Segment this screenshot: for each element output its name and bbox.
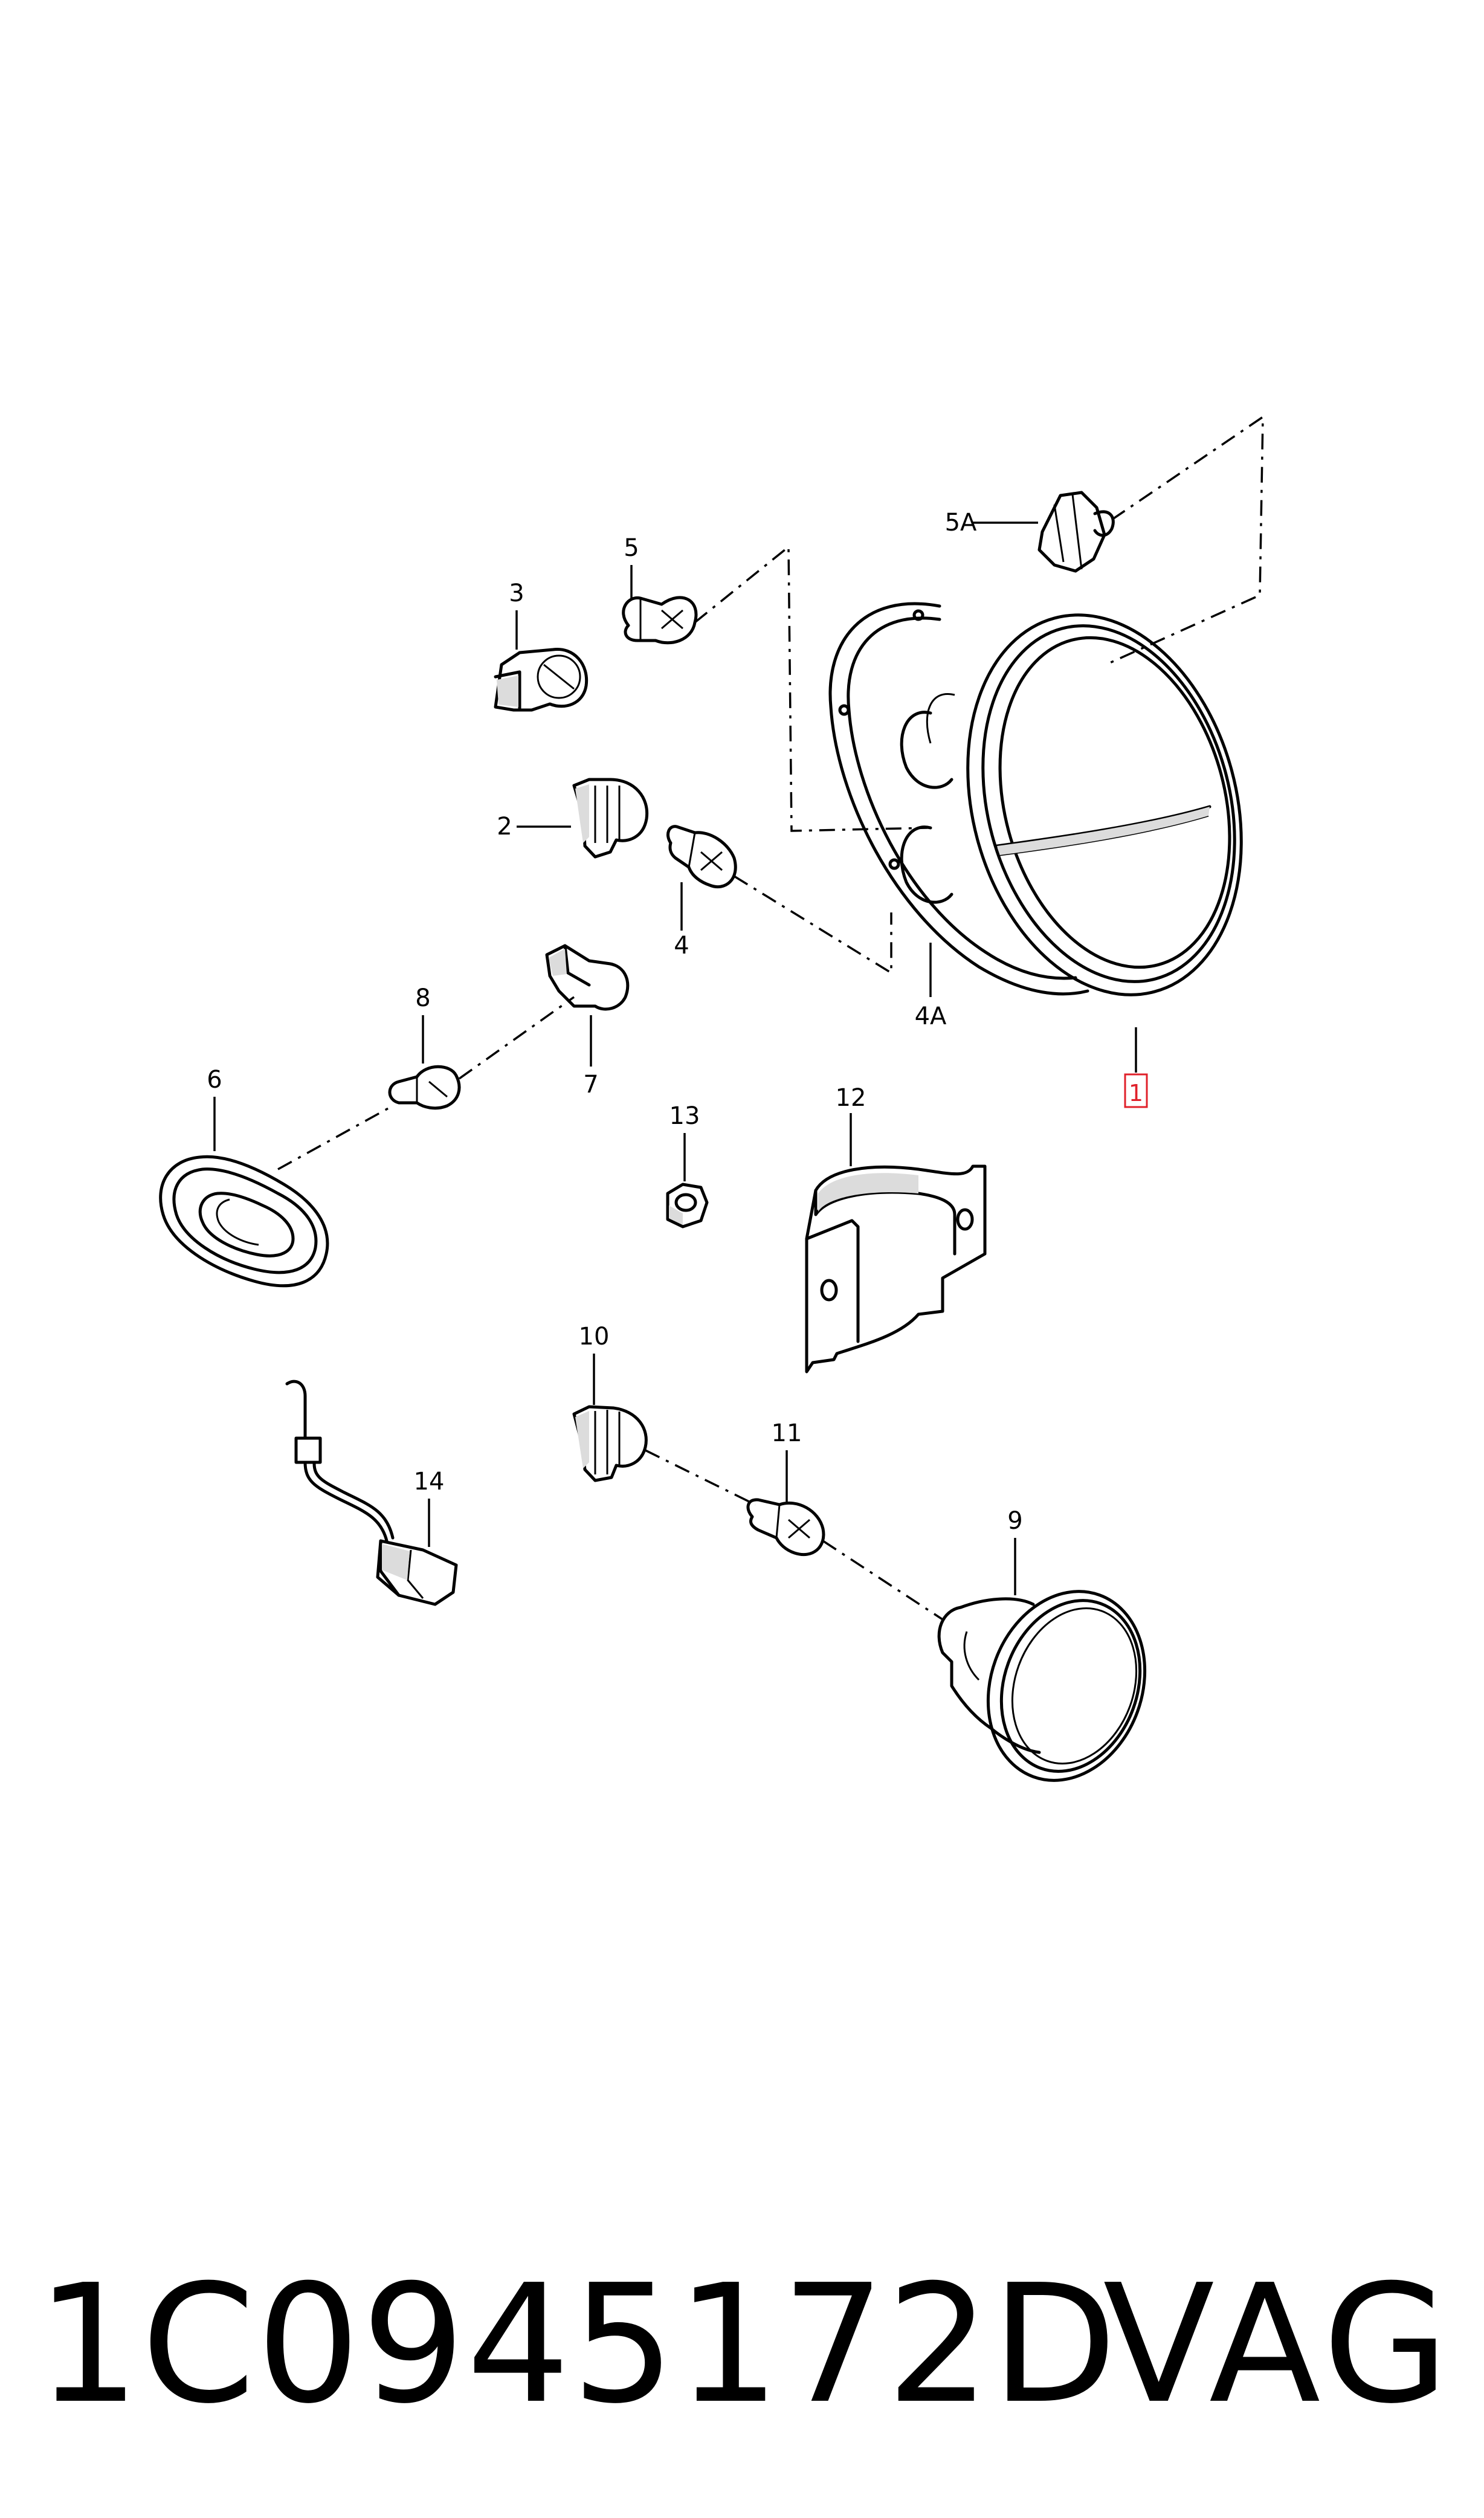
part-7-bulb-holder[interactable] bbox=[545, 944, 630, 1011]
callout-8: 8 bbox=[415, 984, 430, 1012]
part-2-bulb-socket[interactable] bbox=[572, 778, 649, 859]
part-5a-adjusting-screw[interactable] bbox=[1037, 491, 1115, 573]
part-10-bulb-socket[interactable] bbox=[572, 1405, 648, 1482]
part-11-bulb[interactable] bbox=[746, 1498, 825, 1557]
callout-5: 5 bbox=[624, 534, 639, 562]
callout-13: 13 bbox=[669, 1102, 700, 1130]
callout-3: 3 bbox=[509, 579, 524, 607]
part-8-small-bulb[interactable] bbox=[388, 1065, 461, 1110]
callout-11: 11 bbox=[772, 1419, 802, 1447]
callout-12: 12 bbox=[836, 1084, 866, 1112]
part-4-bulb[interactable] bbox=[666, 825, 737, 889]
exploded-parts-diagram: 1 5A 5 3 2 bbox=[159, 415, 1282, 1803]
part-5-bulb[interactable] bbox=[622, 596, 698, 645]
brand-name: VAG bbox=[1103, 2249, 1454, 2439]
callout-7: 7 bbox=[583, 1071, 598, 1099]
callout-1: 1 bbox=[1129, 1080, 1143, 1106]
callout-2: 2 bbox=[497, 813, 512, 841]
part-14-wiring-harness[interactable] bbox=[285, 1380, 458, 1606]
callout-10: 10 bbox=[579, 1323, 610, 1351]
part-13-nut[interactable] bbox=[666, 1183, 709, 1228]
callout-5a: 5A bbox=[945, 509, 977, 537]
part-3-bulb-socket[interactable] bbox=[494, 647, 589, 712]
callout-14: 14 bbox=[414, 1468, 445, 1496]
callout-4a: 4A bbox=[915, 1002, 947, 1030]
footer: 1C0945172D VAG bbox=[0, 2224, 1484, 2465]
callout-9: 9 bbox=[1007, 1507, 1022, 1535]
callout-6: 6 bbox=[207, 1066, 222, 1094]
part-12-bracket[interactable] bbox=[805, 1164, 987, 1374]
part-number: 1C0945172D bbox=[36, 2249, 1118, 2439]
part-6-side-marker-lamp[interactable] bbox=[159, 1155, 329, 1288]
callout-4: 4 bbox=[674, 932, 689, 960]
part-1-lamp-housing[interactable] bbox=[828, 584, 1282, 1025]
part-9-fog-lamp[interactable] bbox=[937, 1569, 1170, 1803]
